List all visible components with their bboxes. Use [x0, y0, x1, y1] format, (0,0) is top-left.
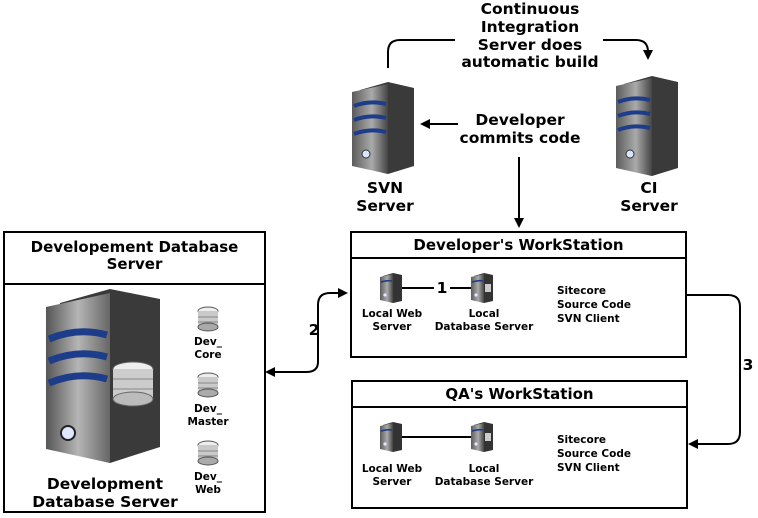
db-label-core: Dev_ Core — [180, 336, 236, 361]
developer-workstation-panel: Developer's WorkStation — [350, 231, 687, 358]
software-item: Sitecore — [557, 285, 607, 297]
label-line: Database Server — [434, 320, 534, 333]
developer-workstation-title: Developer's WorkStation — [352, 233, 685, 259]
db-server-label: Development Database Server — [20, 475, 190, 512]
db-label-web: Dev_ Web — [180, 471, 236, 496]
dev-local-db-server-label: Local Database Server — [434, 308, 534, 333]
link-label-3: 3 — [742, 356, 754, 374]
db-label-line: Dev_ — [194, 471, 222, 483]
local-database-server-icon — [471, 422, 493, 452]
qa-local-web-server-label: Local Web Server — [357, 463, 427, 488]
db-label-line: Master — [187, 415, 229, 428]
software-item: SVN Client — [557, 313, 620, 326]
database-icon — [197, 306, 219, 332]
db-server-icon — [46, 289, 160, 463]
db-panel-title-line: Server — [106, 255, 163, 274]
db-label-master: Dev_ Master — [180, 403, 236, 428]
database-icon — [197, 440, 219, 466]
software-item: Sitecore — [557, 434, 607, 446]
dev-software-list: Sitecore Source Code SVN Client — [557, 284, 631, 327]
local-database-server-icon — [471, 273, 493, 303]
label-line: Local Web — [361, 463, 423, 475]
dev-to-qa-arrow — [686, 294, 741, 449]
ci-server-label-line: Server — [620, 196, 678, 215]
database-icon — [197, 372, 219, 398]
software-item: SVN Client — [557, 462, 620, 475]
svn-server-label: SVN Server — [350, 179, 420, 216]
local-web-server-icon — [380, 273, 402, 303]
db-panel-title-line: Developement Database — [30, 238, 239, 256]
db-label-line: Web — [195, 483, 221, 496]
software-item: Source Code — [557, 448, 631, 461]
svn-to-ci-arrow — [387, 39, 648, 68]
qa-local-db-server-label: Local Database Server — [434, 463, 534, 488]
ci-server-label: CI Server — [614, 179, 684, 216]
ci-note-line: Integration — [480, 17, 580, 36]
ci-server-label-line: CI — [640, 179, 658, 197]
software-item: Source Code — [557, 299, 631, 312]
commit-note-line: Developer — [475, 111, 565, 129]
db-panel-title: Developement Database Server — [5, 233, 264, 285]
svn-server-icon — [352, 82, 414, 174]
label-line: Local Web — [361, 308, 423, 320]
label-line: Local — [468, 308, 500, 320]
ci-note-line: automatic build — [461, 53, 599, 72]
local-web-server-icon — [380, 422, 402, 452]
db-workstation-arrow — [265, 288, 348, 377]
ci-note-line: Continuous — [480, 0, 580, 18]
ci-note: Continuous Integration Server does autom… — [440, 0, 620, 72]
db-label-line: Dev_ — [194, 336, 222, 348]
db-server-label-line: Database Server — [32, 492, 178, 511]
qa-workstation-title: QA's WorkStation — [353, 382, 686, 408]
commit-note: Developer commits code — [455, 111, 585, 148]
qa-software-list: Sitecore Source Code SVN Client — [557, 433, 631, 476]
label-line: Database Server — [434, 475, 534, 488]
link-label-2: 2 — [308, 321, 320, 339]
db-label-line: Core — [194, 348, 222, 361]
link-label-1: 1 — [434, 279, 450, 298]
qa-workstation-panel: QA's WorkStation — [351, 380, 688, 509]
commit-note-line: commits code — [459, 128, 581, 147]
svn-server-label-line: SVN — [366, 179, 404, 197]
label-line: Server — [372, 475, 412, 488]
label-line: Local — [468, 463, 500, 475]
ci-server-icon — [616, 76, 678, 176]
ci-note-line: Server does — [477, 35, 583, 54]
dev-local-web-server-label: Local Web Server — [357, 308, 427, 333]
db-server-label-line: Development — [46, 475, 164, 493]
svn-server-label-line: Server — [356, 196, 414, 215]
label-line: Server — [372, 320, 412, 333]
db-label-line: Dev_ — [194, 403, 222, 415]
